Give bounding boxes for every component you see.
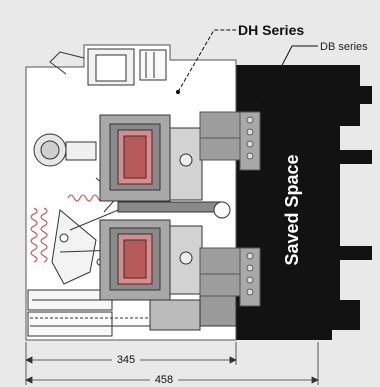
breaker-mechanism — [27, 48, 237, 337]
db-series-label: DB series — [320, 41, 368, 53]
db-leader-dot — [259, 101, 265, 107]
dimension-345: 345 — [117, 354, 135, 366]
db-series-extension — [236, 65, 372, 340]
dh-leader-dot — [175, 89, 181, 95]
db-leader-line — [261, 45, 318, 105]
dh-leader-line — [177, 29, 236, 93]
dimension-458: 458 — [155, 374, 173, 386]
dh-series-label: DH Series — [238, 22, 304, 38]
saved-space-label: Saved Space — [282, 154, 302, 265]
terminals — [199, 111, 261, 307]
dim-345-bg — [112, 352, 140, 366]
callout-lines — [175, 29, 318, 107]
dim-458-bg — [150, 372, 178, 386]
